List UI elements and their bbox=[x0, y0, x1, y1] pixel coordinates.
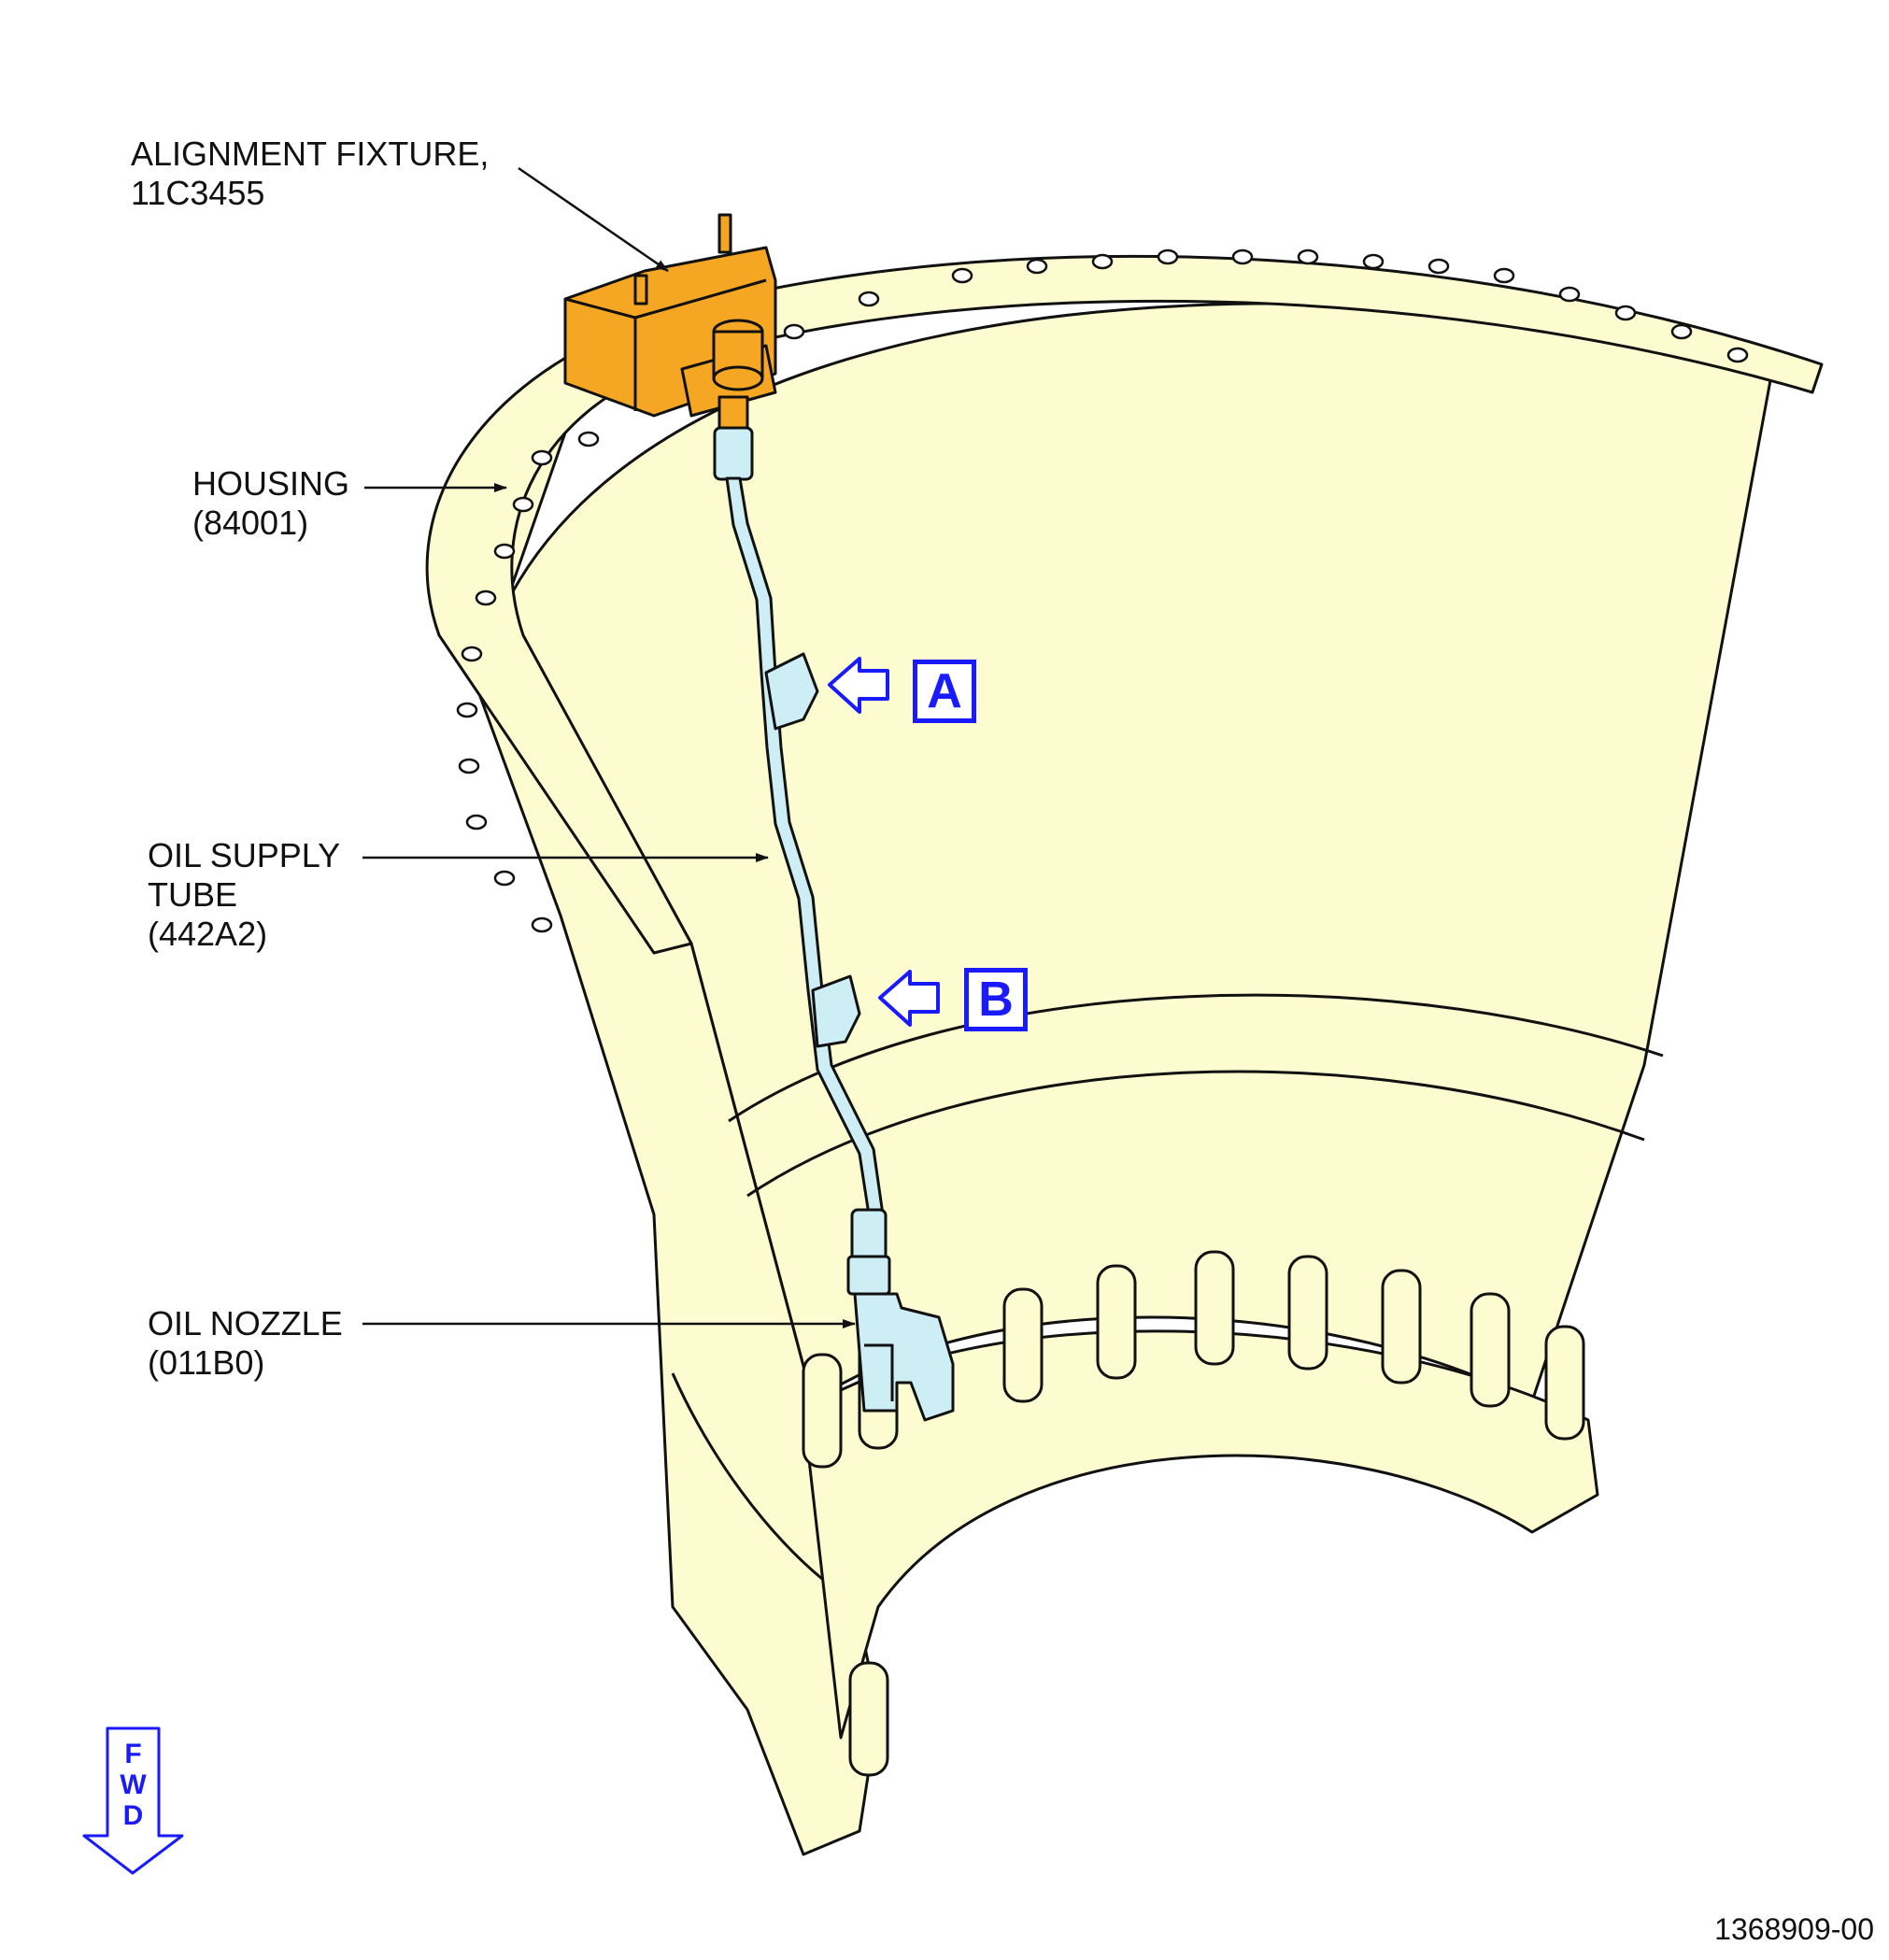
callout-fixture-line2: 11C3455 bbox=[131, 174, 265, 212]
callout-oil-supply-tube: OIL SUPPLY TUBE (442A2) bbox=[148, 836, 340, 954]
clamp-b bbox=[811, 974, 861, 1048]
callout-oil-nozzle: OIL NOZZLE (011B0) bbox=[148, 1304, 343, 1383]
view-arrow-b bbox=[878, 970, 940, 1027]
callout-housing-line2: (84001) bbox=[192, 504, 309, 542]
fwd-indicator: F W D bbox=[107, 1740, 159, 1833]
fwd-letter-w: W bbox=[120, 1769, 147, 1800]
leader-lines bbox=[362, 166, 856, 1328]
view-label-b: B bbox=[964, 968, 1028, 1031]
housing-bolt-holes bbox=[456, 249, 1749, 933]
callout-tube-line2: TUBE bbox=[148, 875, 238, 914]
fwd-arrow bbox=[82, 1726, 184, 1875]
fwd-letter-f: F bbox=[124, 1739, 142, 1769]
callout-nozzle-line2: (011B0) bbox=[148, 1343, 265, 1382]
oil-supply-tube bbox=[713, 426, 891, 1296]
view-arrows bbox=[828, 657, 940, 1027]
view-label-a: A bbox=[913, 660, 976, 723]
callout-housing: HOUSING (84001) bbox=[192, 464, 349, 543]
callout-nozzle-line1: OIL NOZZLE bbox=[148, 1304, 343, 1342]
leader-fixture bbox=[518, 166, 669, 273]
housing bbox=[425, 249, 1824, 1856]
fwd-letter-d: D bbox=[122, 1800, 144, 1831]
clamp-a bbox=[764, 652, 819, 731]
oil-nozzle bbox=[853, 1292, 955, 1422]
housing-groove-3 bbox=[671, 1372, 823, 1581]
callout-tube-line1: OIL SUPPLY bbox=[148, 836, 341, 874]
callout-tube-line3: (442A2) bbox=[148, 915, 268, 953]
view-arrow-a bbox=[828, 657, 889, 714]
alignment-fixture bbox=[563, 213, 777, 432]
figure-number: 1368909-00 bbox=[1714, 1912, 1874, 1946]
callout-alignment-fixture: ALIGNMENT FIXTURE, 11C3455 bbox=[131, 135, 489, 213]
callout-fixture-line1: ALIGNMENT FIXTURE, bbox=[131, 135, 490, 173]
callout-housing-line1: HOUSING bbox=[192, 464, 350, 503]
housing-groove-1 bbox=[728, 993, 1664, 1123]
